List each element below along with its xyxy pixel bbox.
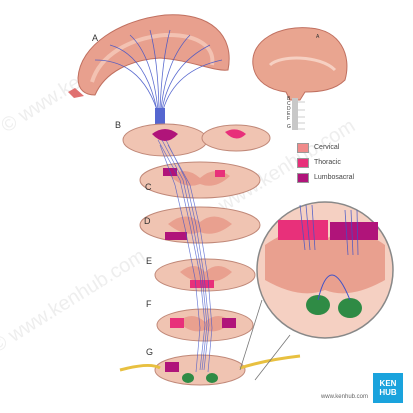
inset-label-a: A	[316, 34, 320, 40]
credit-text: www.kenhub.com	[320, 394, 368, 400]
legend-item-cervical: Cervical	[297, 141, 354, 154]
label-d: D	[144, 216, 151, 226]
legend-label: Lumbosacral	[314, 174, 355, 181]
brain-stem-stub	[68, 88, 84, 98]
cortex-inner	[90, 32, 215, 83]
inset-label-f: F	[287, 116, 291, 122]
legend: Cervical Thoracic Lumbosacral	[297, 141, 354, 186]
label-e: E	[146, 256, 153, 266]
inset-label-g: G	[287, 124, 291, 130]
logo-line: KEN	[379, 379, 397, 388]
label-c: C	[145, 182, 152, 192]
section-b	[122, 123, 271, 157]
inset-label-b: B	[287, 96, 291, 102]
section-e	[154, 258, 256, 292]
spinal-nerve	[119, 354, 301, 372]
label-b: B	[115, 120, 122, 130]
legend-label: Thoracic	[314, 159, 341, 166]
legend-item-thoracic: Thoracic	[297, 156, 354, 169]
legend-item-lumbosacral: Lumbosacral	[297, 171, 354, 184]
legend-swatch	[297, 172, 309, 183]
zoom-inset	[256, 201, 394, 339]
corticospinal-fibers	[94, 29, 223, 111]
kenhub-logo: KEN HUB	[373, 373, 403, 403]
label-a: A	[92, 33, 99, 43]
legend-label: Cervical	[314, 144, 340, 151]
legend-swatch	[297, 142, 309, 153]
section-d	[139, 206, 261, 244]
fiber-bundle	[157, 139, 213, 373]
inset-label-e: E	[287, 111, 291, 117]
label-g: G	[146, 347, 154, 357]
sagittal-brain	[252, 27, 348, 101]
legend-swatch	[297, 157, 309, 168]
inset-label-c: C	[287, 101, 291, 107]
cerebral-cortex	[77, 14, 230, 96]
label-f: F	[146, 299, 152, 309]
descending-tract	[155, 108, 165, 138]
logo-line: HUB	[379, 388, 397, 397]
inset-label-d: D	[287, 106, 291, 112]
sagittal-spinal-cord	[292, 98, 298, 130]
section-c	[139, 161, 261, 199]
